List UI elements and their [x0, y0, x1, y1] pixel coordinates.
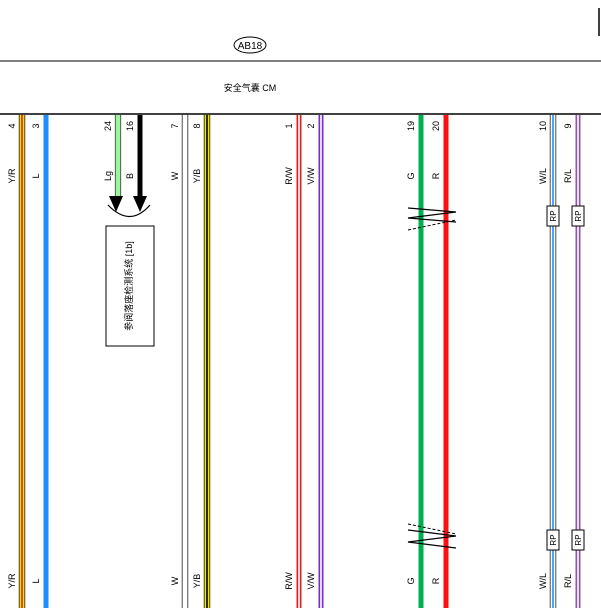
pin-number: 16 — [125, 121, 135, 131]
pin-number: 24 — [103, 121, 113, 131]
pin-number: 9 — [563, 123, 573, 128]
wire-code-top: R — [431, 172, 441, 179]
wire-pin-4[interactable]: 4Y/R Y/R — [7, 115, 26, 608]
reference-note-box — [105, 225, 155, 347]
wire-stripe — [552, 115, 554, 608]
wire-pin-3[interactable]: 3L L — [31, 115, 49, 608]
twisted-pair-bottom — [407, 523, 457, 549]
wire-code-bottom: Y/B — [192, 574, 202, 589]
wires: 4Y/RY/R3LL24Lg16B7WW8Y/BY/B1R/WR/W2V/WV/… — [7, 115, 581, 608]
splice-rp-0: RP — [546, 205, 560, 227]
wire-body — [43, 115, 49, 608]
wire-code-bottom: W — [170, 576, 180, 585]
wire-body — [137, 115, 143, 196]
wire-code-top: L — [31, 173, 41, 178]
arrow-head-b — [133, 196, 147, 212]
pin-number: 1 — [284, 123, 294, 128]
wire-body — [418, 115, 424, 608]
pin-number: 7 — [170, 123, 180, 128]
wire-pin-9[interactable]: 9R/L R/L — [563, 115, 581, 608]
wire-pin-10[interactable]: 10W/L W/L — [538, 115, 557, 608]
connector-id: AB18 — [238, 41, 263, 52]
arrow-head-lg — [109, 196, 123, 212]
wire-stripe — [320, 115, 322, 608]
wire-stripe — [206, 115, 208, 608]
wire-code-bottom: L — [31, 578, 41, 583]
wire-code-bottom: R/W — [284, 572, 294, 590]
splice-label: RP — [549, 534, 558, 545]
wire-code-bottom: R/L — [563, 574, 573, 588]
wire-code-top: B — [125, 173, 135, 179]
twisted-pair-top — [407, 207, 457, 231]
splice-markers: RP RP RP RP — [546, 205, 585, 551]
wire-stripe — [21, 115, 23, 608]
wire-pin-20[interactable]: 20R R — [431, 115, 449, 608]
wire-pin-1[interactable]: 1R/W R/W — [284, 115, 302, 608]
reference-note[interactable]: 参阅落座检测系统 [1b] — [105, 225, 155, 347]
wire-code-bottom: Y/R — [7, 573, 17, 589]
wire-pin-7[interactable]: 7W W — [170, 115, 189, 608]
wire-body — [182, 115, 188, 608]
wire-code-bottom: R — [431, 577, 441, 584]
splice-label: RP — [574, 210, 583, 221]
splice-rp-3: RP — [571, 529, 585, 551]
wire-code-top: Lg — [103, 171, 113, 181]
connector-badge-outline — [233, 36, 267, 54]
splice-label: RP — [574, 534, 583, 545]
wire-code-top: R/W — [284, 167, 294, 185]
wire-code-top: R/L — [563, 169, 573, 183]
pin-number: 10 — [538, 121, 548, 131]
pin-number: 4 — [7, 123, 17, 128]
wire-body — [115, 115, 121, 196]
pin-number: 3 — [31, 123, 41, 128]
wire-code-top: Y/B — [192, 169, 202, 184]
wire-pin-2[interactable]: 2V/W V/W — [306, 115, 324, 608]
wire-code-top: W/L — [538, 168, 548, 184]
lg-b-arrows — [107, 196, 151, 218]
pin-number: 8 — [192, 123, 202, 128]
pin-number: 19 — [406, 121, 416, 131]
wire-pin-16[interactable]: 16B — [125, 115, 143, 196]
splice-rp-1: RP — [571, 205, 585, 227]
splice-label: RP — [549, 210, 558, 221]
wire-code-top: V/W — [306, 167, 316, 185]
wire-stripe — [577, 115, 579, 608]
wire-code-top: Y/R — [7, 168, 17, 184]
wire-pin-8[interactable]: 8Y/B Y/B — [192, 115, 211, 608]
wire-code-bottom: W/L — [538, 573, 548, 589]
pin-number: 2 — [306, 123, 316, 128]
wire-body — [443, 115, 449, 608]
wire-pin-19[interactable]: 19G G — [406, 115, 424, 608]
connector-badge[interactable]: AB18 — [233, 36, 267, 54]
reference-note-text[interactable]: 参阅落座检测系统 [1b] — [123, 241, 134, 331]
wire-code-bottom: G — [406, 577, 416, 584]
arrow-group-arc — [107, 204, 151, 218]
wire-code-bottom: V/W — [306, 572, 316, 590]
wire-code-top: W — [170, 171, 180, 180]
splice-rp-2: RP — [546, 529, 560, 551]
wire-stripe — [298, 115, 300, 608]
wire-code-top: G — [406, 172, 416, 179]
component-title: 安全气囊 CM — [224, 82, 277, 93]
pin-number: 20 — [431, 121, 441, 131]
